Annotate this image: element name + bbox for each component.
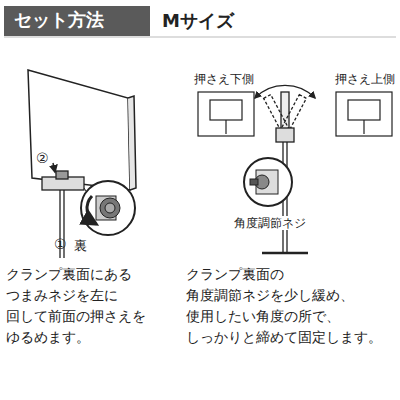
knob-magnifier-part	[81, 181, 135, 235]
title-tab	[4, 6, 396, 37]
sign-board-part	[28, 70, 130, 190]
inset-upper	[336, 92, 392, 136]
screw-magnifier	[244, 158, 292, 206]
title-tab-part	[4, 6, 150, 36]
stand-pole-right-part	[276, 128, 294, 142]
holder-positions-part	[281, 92, 289, 130]
stand-pole-right-part	[262, 252, 308, 255]
inset-upper-part	[363, 120, 364, 134]
callout-number: ①	[54, 236, 67, 253]
side-label: 裏	[74, 238, 87, 254]
sign-board-part	[128, 96, 136, 190]
inset-upper-part	[348, 100, 380, 120]
clamp-part	[56, 171, 68, 179]
knob-magnifier-part	[87, 196, 96, 224]
inset-upper-part	[336, 92, 392, 136]
position-label: 押さえ上側	[335, 72, 395, 86]
sign-board	[28, 70, 136, 190]
section-title: セット方法	[14, 9, 104, 31]
clamp	[42, 171, 88, 194]
title-tab-part	[4, 37, 396, 38]
screw-magnifier-part	[250, 179, 258, 185]
inset-lower	[198, 92, 254, 136]
size-label: Mサイズ	[162, 10, 234, 32]
instruction-text: クランプ裏面にある つまみネジを左に 回して前面の押さえを ゆるめます。	[6, 264, 171, 348]
knob-magnifier-part	[105, 203, 115, 213]
inset-lower-part	[198, 92, 254, 136]
part-label: 角度調節ネジ	[232, 216, 308, 230]
instruction-text: クランプ裏面の 角度調節ネジを少し緩め、 使用したい角度の所で、 しっかりと締め…	[186, 264, 396, 348]
knob-magnifier-part	[100, 198, 120, 218]
press-arrow-part	[53, 163, 55, 172]
holder-positions-part	[264, 95, 289, 132]
press-arrow	[53, 163, 55, 172]
knob-magnifier	[81, 181, 135, 235]
callout-number: ②	[36, 150, 49, 167]
holder-positions-part-part	[281, 95, 306, 132]
screw-magnifier-part	[244, 158, 292, 206]
holder-positions	[264, 92, 307, 132]
position-label: 押さえ下側	[194, 72, 254, 86]
inset-lower-part	[210, 100, 242, 120]
holder-positions-part	[281, 95, 306, 132]
screw-magnifier-part	[256, 170, 278, 194]
holder-positions-part-part	[264, 95, 289, 132]
inset-lower-part	[225, 120, 226, 134]
